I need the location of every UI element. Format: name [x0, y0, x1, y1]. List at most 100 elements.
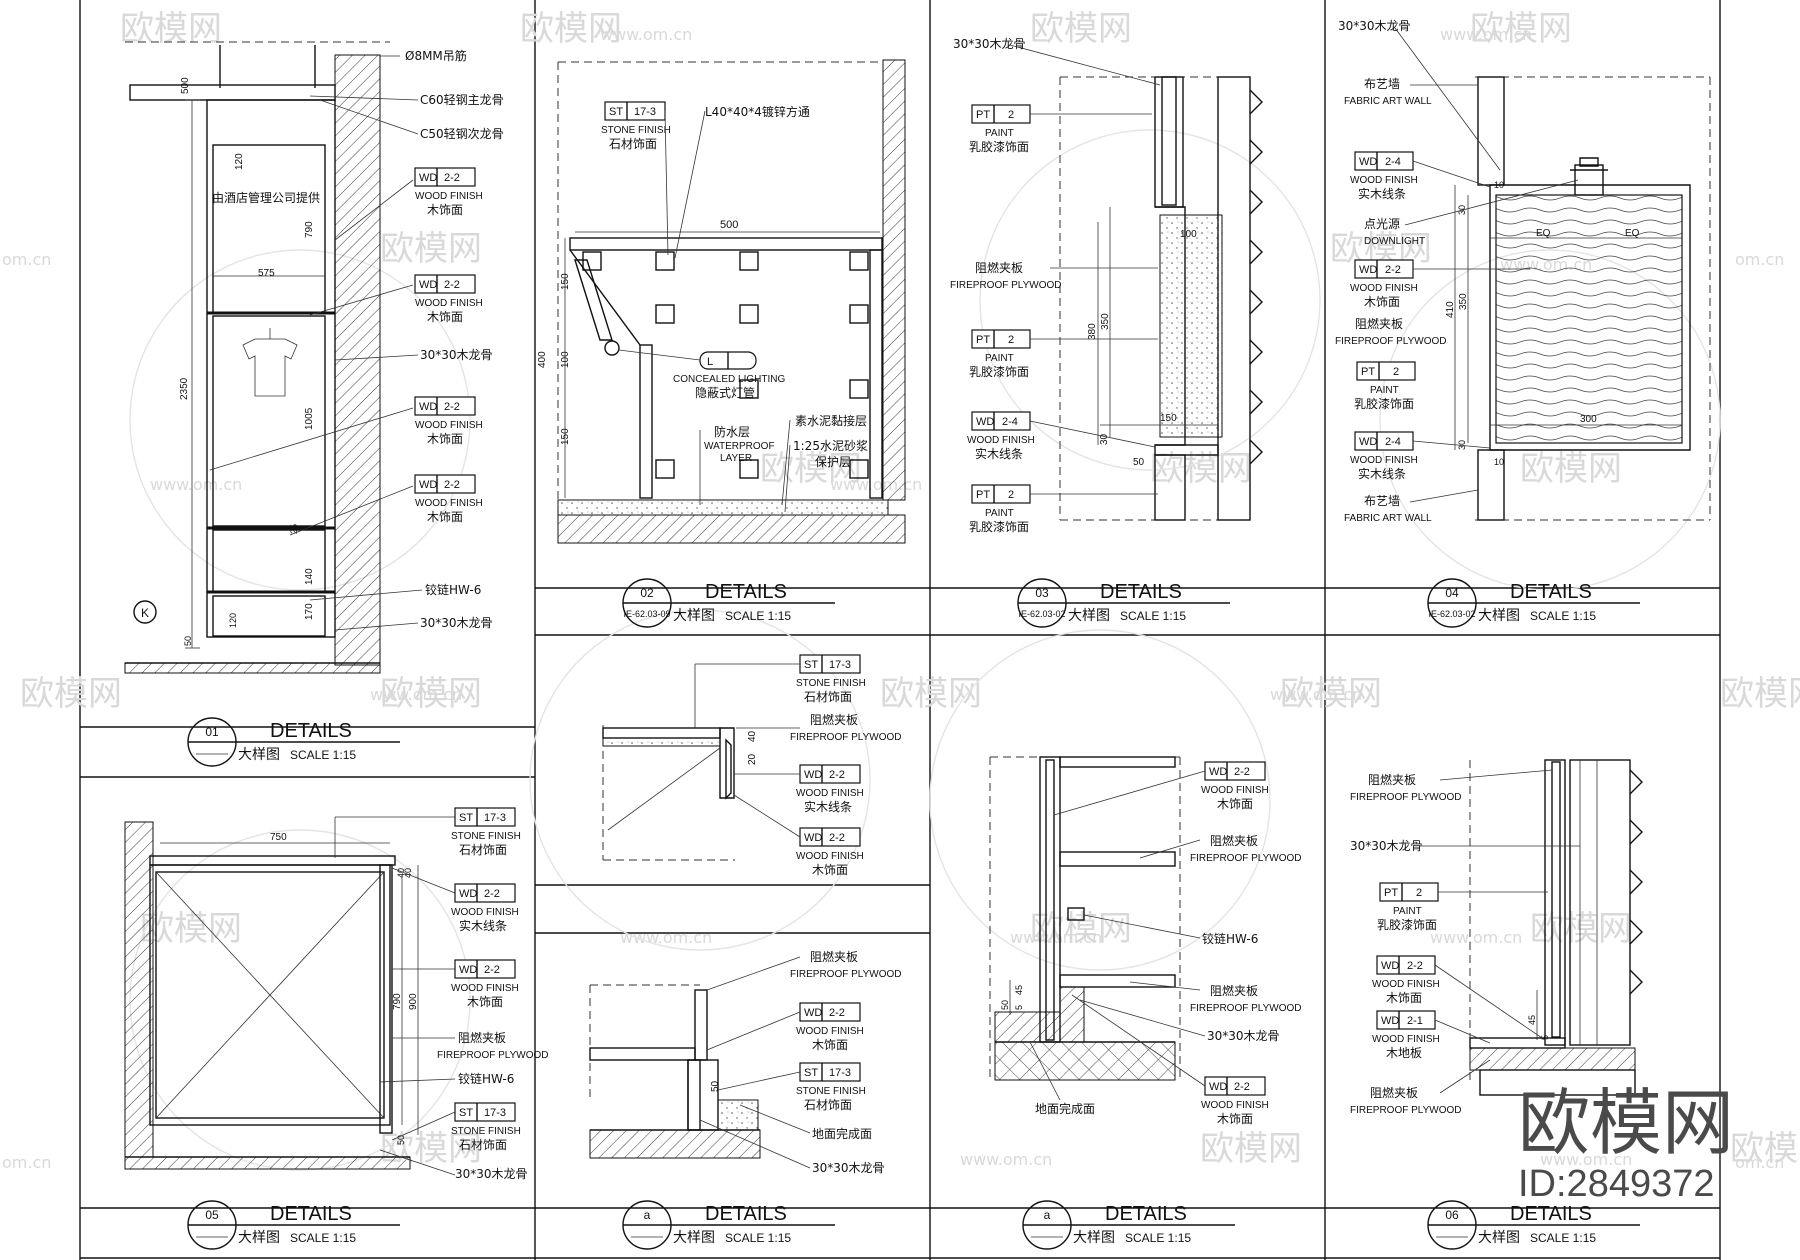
watermark-url: www.om.cn: [1010, 928, 1102, 947]
dim-1005: 1005: [304, 407, 315, 430]
svg-text:实木线条: 实木线条: [804, 799, 852, 814]
note-wood-keel: 30*30木龙骨: [420, 348, 493, 362]
plywood-en: FIREPROOF PLYWOOD: [437, 1050, 549, 1061]
title-number: 03: [1035, 586, 1049, 600]
svg-text:木饰面: 木饰面: [427, 310, 463, 324]
tag-lighting: L CONCEALED LIGHTING 隐蔽式灯管: [673, 351, 785, 400]
svg-text:石材饰面: 石材饰面: [459, 1138, 507, 1152]
marker-label: K: [141, 606, 149, 620]
dim-500: 500: [180, 77, 191, 94]
watermark-layer: 欧模网欧模网欧模网欧模网欧模网欧模网欧模网欧模网欧模网欧模网欧模网欧模网欧模网欧…: [2, 9, 1800, 1172]
svg-text:木饰面: 木饰面: [1386, 991, 1422, 1005]
watermark-ring: [929, 629, 1271, 971]
svg-text:30: 30: [1099, 433, 1110, 445]
top-note: 30*30木龙骨: [953, 37, 1026, 51]
tag-pt-3: PT 2 PAINT 乳胶漆饰面: [969, 484, 1031, 534]
plywood2-en: FIREPROOF PLYWOOD: [1190, 1003, 1302, 1014]
svg-text:2-2: 2-2: [484, 888, 500, 900]
plywood1-en: FIREPROOF PLYWOOD: [1350, 792, 1462, 803]
svg-text:WOOD FINISH: WOOD FINISH: [1350, 283, 1418, 294]
svg-text:石材饰面: 石材饰面: [804, 1098, 852, 1112]
plywood-cn: 阻燃夹板: [810, 949, 858, 964]
fabric-bottom-cn: 布艺墙: [1364, 494, 1400, 508]
svg-text:WOOD FINISH: WOOD FINISH: [796, 788, 864, 799]
svg-text:STONE FINISH: STONE FINISH: [796, 1086, 866, 1097]
watermark-url: www.om.cn: [600, 25, 692, 44]
svg-text:100: 100: [1180, 229, 1197, 240]
svg-text:40: 40: [403, 868, 413, 878]
watermark-logo: 欧模网: [1470, 9, 1572, 49]
title-cn: 大样图: [1068, 608, 1110, 624]
title-cn: 大样图: [673, 1230, 715, 1246]
svg-text:350: 350: [1100, 313, 1111, 330]
watermark-ring: [979, 129, 1321, 471]
fabric-bottom-en: FABRIC ART WALL: [1344, 513, 1432, 524]
tag-pt-1: PT 2 PAINT 乳胶漆饰面: [969, 104, 1031, 154]
tag-wd-22: WD 2-2 WOOD FINISH 木饰面: [1372, 955, 1440, 1005]
svg-text:PAINT: PAINT: [1393, 906, 1422, 917]
title-ref: IE-62.03-02: [1018, 609, 1065, 619]
svg-text:L: L: [707, 356, 713, 368]
downlight-cn: 点光源: [1364, 217, 1400, 231]
svg-text:WD: WD: [1209, 1081, 1227, 1093]
svg-text:2-2: 2-2: [1385, 264, 1401, 276]
svg-text:乳胶漆饰面: 乳胶漆饰面: [1377, 917, 1437, 932]
title-label: DETAILS: [1510, 1203, 1592, 1225]
brand-id-label: ID:2849372: [1518, 1163, 1715, 1205]
note-mortar: 1:25水泥砂浆: [793, 438, 868, 453]
watermark-logo: 欧模网: [760, 449, 862, 489]
title-cn: 大样图: [673, 608, 715, 624]
svg-text:WD: WD: [1359, 264, 1377, 276]
fabric-top-en: FABRIC ART WALL: [1344, 96, 1432, 107]
svg-text:WOOD FINISH: WOOD FINISH: [415, 298, 483, 309]
watermark-logo: 欧模网: [20, 674, 122, 714]
tag-st-a: ST 17-3 STONE FINISH 石材饰面: [451, 807, 521, 857]
svg-text:150: 150: [560, 273, 571, 290]
svg-text:乳胶漆饰面: 乳胶漆饰面: [1354, 396, 1414, 411]
watermark-logo: 欧模网: [120, 9, 222, 49]
svg-text:木饰面: 木饰面: [427, 432, 463, 446]
svg-text:实木线条: 实木线条: [1358, 466, 1406, 481]
title-label: DETAILS: [705, 581, 787, 603]
detail-05: 750 40 40 790 900 50 ST 17-3 STONE FINIS…: [124, 807, 549, 1181]
title-cn: 大样图: [238, 1230, 280, 1246]
svg-text:WD: WD: [804, 832, 822, 844]
note-galv-tube: L40*40*4镀锌方通: [705, 104, 810, 119]
title-scale: SCALE 1:15: [725, 1231, 791, 1245]
svg-text:2-2: 2-2: [829, 832, 845, 844]
svg-text:WOOD FINISH: WOOD FINISH: [967, 435, 1035, 446]
svg-text:PT: PT: [1384, 887, 1398, 899]
svg-text:10: 10: [1494, 457, 1504, 467]
plywood1-en: FIREPROOF PLYWOOD: [1190, 853, 1302, 864]
note-rod: Ø8MM吊筋: [405, 48, 467, 63]
svg-text:石材饰面: 石材饰面: [609, 137, 657, 151]
tag-wd-b: WD 2-2 WOOD FINISH 木饰面: [451, 959, 519, 1009]
light-tube-symbol: [604, 340, 620, 356]
tag-wd-22: WD 2-2 WOOD FINISH 木饰面: [1350, 259, 1418, 309]
svg-text:900: 900: [408, 993, 419, 1010]
tag-wd-4: WD 2-2 WOOD FINISH 木饰面: [414, 474, 483, 524]
title-label: DETAILS: [270, 1203, 352, 1225]
title-scale: SCALE 1:15: [290, 748, 356, 762]
svg-text:20: 20: [747, 753, 758, 765]
tag-wd-1: WD 2-2 WOOD FINISH 木饰面: [414, 167, 483, 217]
svg-text:乳胶漆饰面: 乳胶漆饰面: [969, 519, 1029, 534]
plywood2-cn: 阻燃夹板: [1210, 983, 1258, 998]
svg-text:2-4: 2-4: [1385, 156, 1401, 168]
detail-01: K Ø8MM吊筋 C60轻钢主龙骨 C50轻钢次龙骨 30*30木龙骨 铰链HW…: [124, 41, 504, 674]
svg-text:PT: PT: [976, 109, 990, 121]
watermark-ring: [129, 249, 471, 591]
downlight-en: DOWNLIGHT: [1364, 236, 1425, 247]
svg-text:2: 2: [1008, 489, 1014, 501]
svg-text:WOOD FINISH: WOOD FINISH: [796, 851, 864, 862]
tag-wd-24: WD 2-4 WOOD FINISH 实木线条: [967, 411, 1035, 461]
svg-text:WD: WD: [1359, 156, 1377, 168]
dim-140: 140: [304, 568, 315, 585]
svg-text:石材饰面: 石材饰面: [804, 690, 852, 704]
tag-st-b: ST 17-3 STONE FINISH 石材饰面: [451, 1102, 521, 1152]
note-hinge: 铰链HW-6: [458, 1071, 514, 1086]
svg-text:木饰面: 木饰面: [1364, 295, 1400, 309]
detail-04: EQ EQ 410 350 300 10 30 30 10 30*30木龙骨 布…: [1335, 19, 1711, 524]
